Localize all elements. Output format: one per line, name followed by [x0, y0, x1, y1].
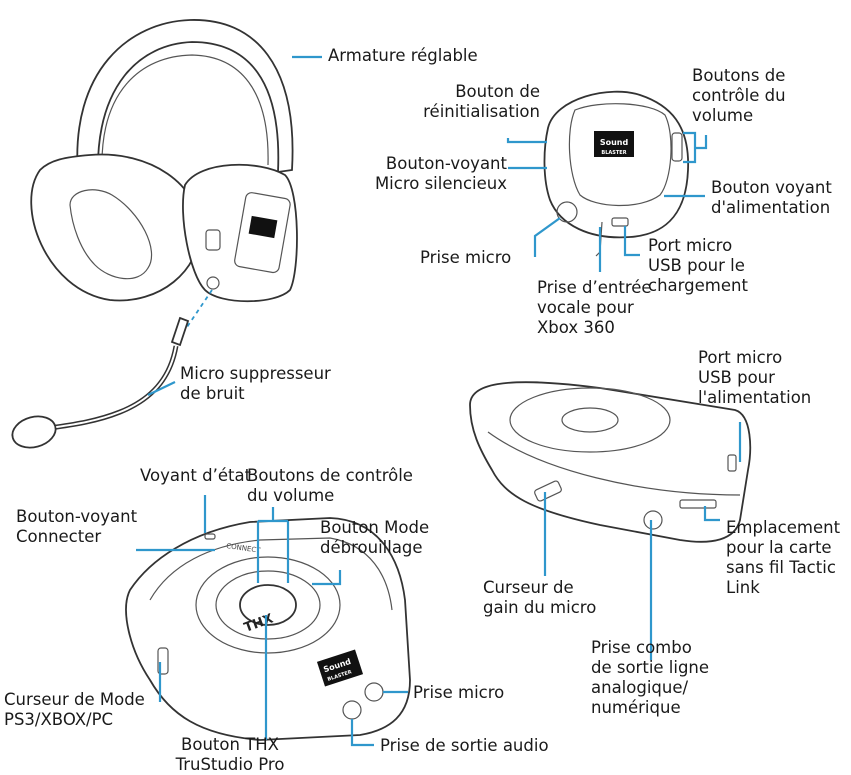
earcup-panel — [234, 192, 291, 274]
controller-top-rim — [149, 537, 393, 611]
controller-top-mode-slider — [157, 647, 169, 675]
label-headband: Armature réglable — [328, 46, 478, 65]
earcup-mute-button — [205, 229, 221, 251]
controller-side-combo-jack — [643, 510, 663, 530]
ear-cushion — [30, 153, 201, 302]
label-top-mic-jack: Prise micro — [413, 683, 505, 702]
controller-top-dial-outer — [195, 556, 341, 654]
controller-side — [469, 381, 752, 543]
controller-side-edge — [487, 431, 741, 496]
earcup-detail-shell — [543, 90, 689, 239]
earcup-detail: Sound BLASTER — [543, 90, 689, 257]
earcup-detail-usb — [611, 217, 629, 227]
controller-top-status-led — [204, 533, 216, 540]
controller-side-gain-slider — [534, 480, 562, 502]
earcup-detail-mic-jack — [556, 201, 578, 223]
lead-usb-charge — [623, 226, 640, 257]
label-status-led: Voyant d’état — [140, 466, 252, 485]
lead-earcup-mic — [533, 217, 561, 257]
mic-jack-guide — [184, 289, 213, 331]
controller-top-thx-button — [239, 584, 297, 626]
label-audio-out: Prise de sortie audio — [380, 736, 549, 755]
lead-scout — [312, 570, 342, 586]
headband-inner — [101, 54, 269, 171]
earcup-logo-text: Sound — [600, 138, 629, 147]
lead-mic — [147, 381, 176, 396]
mic-windscreen — [11, 415, 57, 449]
earcup-detail-panel — [568, 103, 672, 207]
headset — [11, 19, 298, 449]
label-earcup-mic-jack: Prise micro — [420, 248, 512, 267]
controller-side-slot — [679, 499, 717, 509]
controller-side-dial — [509, 387, 671, 453]
earcup-detail-logo — [594, 131, 634, 157]
earcup-mic-jack — [206, 276, 220, 290]
controller-side-dial-center — [561, 407, 619, 433]
earcup-detail-vol-buttons — [671, 132, 683, 162]
lead-slot — [703, 506, 720, 522]
lead-volume-earcup — [683, 131, 708, 164]
ear-cushion-hole — [69, 189, 153, 280]
mic-plug — [170, 316, 190, 347]
leader-lines — [136, 55, 742, 747]
earcup-logo — [248, 215, 278, 239]
mic-boom-inner — [49, 345, 177, 429]
earcup-logo-text2: BLASTER — [601, 150, 626, 156]
headband — [76, 19, 294, 180]
controller-side-usb — [727, 454, 737, 472]
lead-reset — [506, 138, 547, 144]
controller-top-logo — [316, 649, 364, 687]
controller-top-dial-mid — [215, 570, 321, 640]
lead-volume-top — [256, 507, 290, 583]
lead-audio-out — [350, 719, 374, 747]
